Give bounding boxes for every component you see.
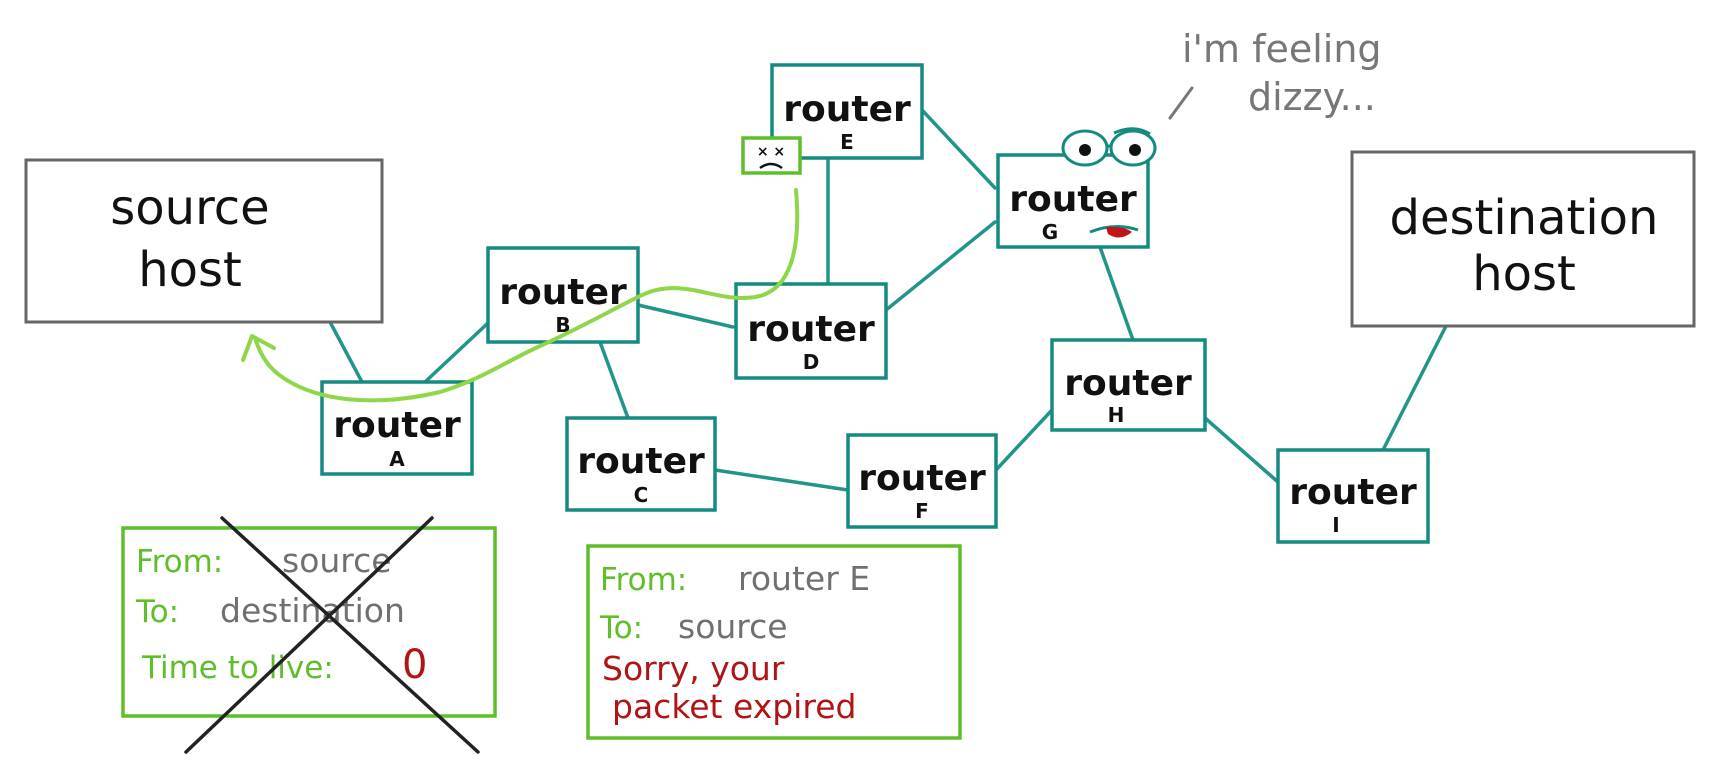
error-message-line2: packet expired xyxy=(612,687,856,726)
dizzy-face-icon xyxy=(1061,127,1157,238)
error-from-label: From: xyxy=(600,562,687,598)
link-h-i xyxy=(1203,416,1280,484)
link-b-c xyxy=(598,340,630,420)
thought-bubble: i'm feeling dizzy... xyxy=(1168,27,1382,120)
error-to-label: To: xyxy=(599,610,643,646)
destination-host-line2: host xyxy=(1472,246,1576,302)
router-e-label: router xyxy=(783,89,911,130)
link-c-f xyxy=(713,468,850,492)
link-source-a xyxy=(328,320,364,384)
cross-out-icon xyxy=(184,516,480,754)
router-e-letter: E xyxy=(840,130,854,154)
expired-packet: From: source To: destination Time to liv… xyxy=(121,516,497,754)
router-b: router B xyxy=(486,246,640,344)
thought-line1: i'm feeling xyxy=(1182,27,1382,71)
error-to-value: source xyxy=(678,607,788,646)
router-b-letter: B xyxy=(555,313,570,337)
router-h-label: router xyxy=(1064,363,1192,404)
source-host: source host xyxy=(24,158,384,324)
error-message-line1: Sorry, your xyxy=(602,649,785,688)
router-i: router I xyxy=(1276,448,1430,544)
dead-face-icon: × × xyxy=(741,136,802,175)
router-d-label: router xyxy=(747,309,875,350)
router-f-label: router xyxy=(858,458,986,499)
router-a: router A xyxy=(320,380,474,476)
link-i-destination xyxy=(1381,324,1448,452)
expired-ttl-label: Time to live: xyxy=(141,650,334,686)
router-i-letter: I xyxy=(1332,513,1339,537)
router-f: router F xyxy=(846,433,998,529)
router-h: router H xyxy=(1050,338,1207,432)
router-d: router D xyxy=(734,282,888,380)
expired-from-label: From: xyxy=(136,544,223,580)
router-g-label: router xyxy=(1009,179,1137,220)
router-i-label: router xyxy=(1289,472,1417,513)
link-g-h xyxy=(1098,245,1135,342)
destination-host-line1: destination xyxy=(1390,190,1659,246)
error-packet: From: router E To: source Sorry, your pa… xyxy=(586,544,962,740)
source-host-line2: host xyxy=(138,242,242,298)
router-d-letter: D xyxy=(803,350,820,374)
router-g: router G xyxy=(996,127,1157,249)
error-from-value: router E xyxy=(738,559,870,598)
router-a-label: router xyxy=(333,405,461,446)
destination-host: destination host xyxy=(1350,150,1696,328)
link-a-b xyxy=(423,321,490,384)
link-d-g xyxy=(884,220,997,312)
link-f-h xyxy=(994,408,1054,472)
router-a-letter: A xyxy=(389,447,405,471)
expired-to-label: To: xyxy=(135,594,179,630)
expired-to-value: destination xyxy=(220,591,405,630)
return-arrow-icon xyxy=(241,188,800,403)
svg-text:× ×: × × xyxy=(757,144,785,160)
router-c-label: router xyxy=(577,441,705,482)
router-b-label: router xyxy=(499,272,627,313)
link-b-d xyxy=(636,303,735,329)
thought-line2: dizzy... xyxy=(1248,75,1376,119)
router-c: router C xyxy=(565,416,717,512)
links xyxy=(328,108,1448,492)
router-h-letter: H xyxy=(1108,403,1125,427)
link-e-g xyxy=(920,108,997,190)
router-g-letter: G xyxy=(1042,220,1058,244)
router-c-letter: C xyxy=(634,483,649,507)
router-f-letter: F xyxy=(915,499,929,523)
expired-ttl-value: 0 xyxy=(402,642,427,688)
source-host-line1: source xyxy=(110,180,269,236)
